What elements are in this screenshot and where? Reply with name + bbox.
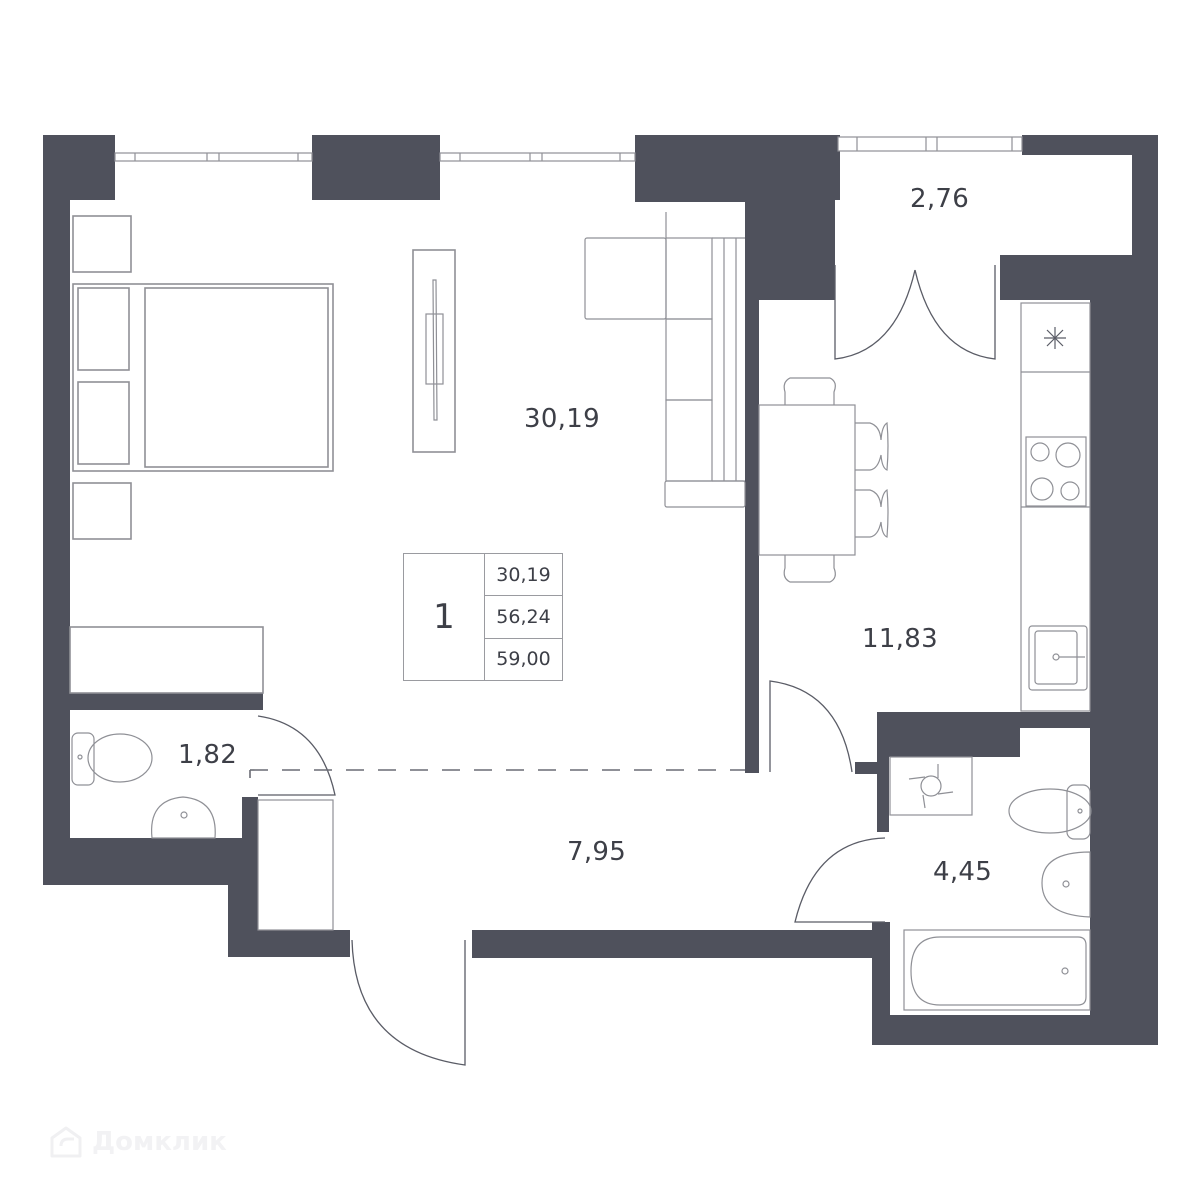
nightstand-icon bbox=[72, 482, 132, 540]
rooms-count: 1 bbox=[404, 554, 485, 680]
wc-door-icon bbox=[257, 715, 336, 796]
entrance-door-icon bbox=[351, 939, 466, 1066]
bathtub-icon bbox=[903, 929, 1091, 1011]
balcony-door-icon bbox=[834, 265, 996, 360]
bathroom-door-icon bbox=[794, 837, 886, 923]
washbasin-icon bbox=[150, 796, 216, 839]
living-area-value: 30,19 bbox=[485, 554, 562, 597]
washing-machine-icon bbox=[889, 756, 973, 816]
total-area-with-balcony-value: 59,00 bbox=[496, 648, 551, 671]
toilet-icon bbox=[1008, 784, 1092, 840]
kitchen-area: 11,83 bbox=[862, 624, 938, 654]
total-area-value: 56,24 bbox=[485, 596, 562, 639]
bed-icon bbox=[72, 283, 334, 472]
sink-icon bbox=[1028, 625, 1088, 691]
hallway-area: 7,95 bbox=[567, 837, 627, 867]
dining-table-icon bbox=[758, 377, 889, 583]
tv-stand-icon bbox=[412, 249, 456, 453]
sofa-icon bbox=[584, 212, 746, 508]
extractor-icon bbox=[1044, 327, 1066, 349]
kitchen-door-icon bbox=[769, 680, 853, 773]
bathroom-area: 4,45 bbox=[933, 857, 993, 887]
watermark: Домклик bbox=[48, 1124, 227, 1160]
walls bbox=[43, 135, 1158, 1045]
house-logo-icon bbox=[50, 1126, 82, 1158]
watermark-brand: Домклик bbox=[92, 1127, 227, 1157]
living-room-area: 30,19 bbox=[524, 404, 600, 434]
closet-icon bbox=[257, 799, 334, 931]
wardrobe-icon bbox=[69, 626, 264, 694]
stove-icon bbox=[1030, 442, 1081, 501]
toilet-icon bbox=[71, 732, 153, 786]
area-summary-box: 1 30,19 56,24 59,00 bbox=[403, 553, 563, 681]
balcony-area: 2,76 bbox=[910, 184, 970, 214]
wc-area: 1,82 bbox=[178, 740, 238, 770]
windows bbox=[114, 136, 1023, 162]
washbasin-icon bbox=[1041, 851, 1091, 918]
nightstand-icon bbox=[72, 215, 132, 273]
kitchen-counter-icon bbox=[1020, 302, 1091, 712]
